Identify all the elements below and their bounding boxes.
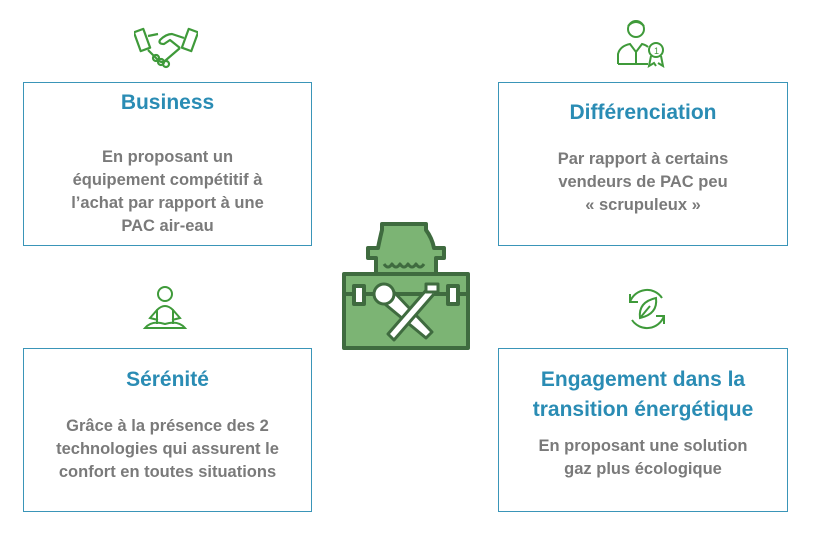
card-text-line: PAC air-eau <box>121 217 214 235</box>
card-text-line: équipement compétitif à <box>72 171 263 189</box>
card-engagement: Engagement dans la transition énergétiqu… <box>498 348 788 512</box>
card-text-line: confort en toutes situations <box>58 463 277 481</box>
card-title: Business <box>120 91 215 114</box>
card-title: Sérénité <box>126 368 209 391</box>
card-text-line: « scrupuleux » <box>585 196 701 214</box>
card-differenciation: Différenciation Par rapport à certains v… <box>498 82 788 246</box>
card-text-line: En proposant un <box>101 148 234 166</box>
meditation-icon <box>142 286 188 329</box>
svg-text:1: 1 <box>654 46 659 56</box>
card-title: Engagement dans la <box>540 368 746 391</box>
card-business: Business En proposant un équipement comp… <box>23 82 312 246</box>
card-text-line: Par rapport à certains <box>557 150 729 168</box>
card-text-line: En proposant une solution <box>538 437 748 455</box>
card-text-line: Grâce à la présence des 2 <box>66 417 269 435</box>
card-text-line: l’achat par rapport à une <box>71 194 264 212</box>
card-text-line: technologies qui assurent le <box>56 440 279 458</box>
card-title: Différenciation <box>569 101 717 124</box>
card-text-line: vendeurs de PAC peu <box>558 173 728 191</box>
toolbox-icon <box>342 222 470 350</box>
card-serenite: Sérénité Grâce à la présence des 2 techn… <box>23 348 312 512</box>
handshake-icon <box>134 27 198 69</box>
eco-cycle-icon <box>629 288 665 330</box>
card-text-line: gaz plus écologique <box>564 460 722 478</box>
card-title: transition énergétique <box>532 398 754 421</box>
award-person-icon: 1 <box>617 20 665 68</box>
